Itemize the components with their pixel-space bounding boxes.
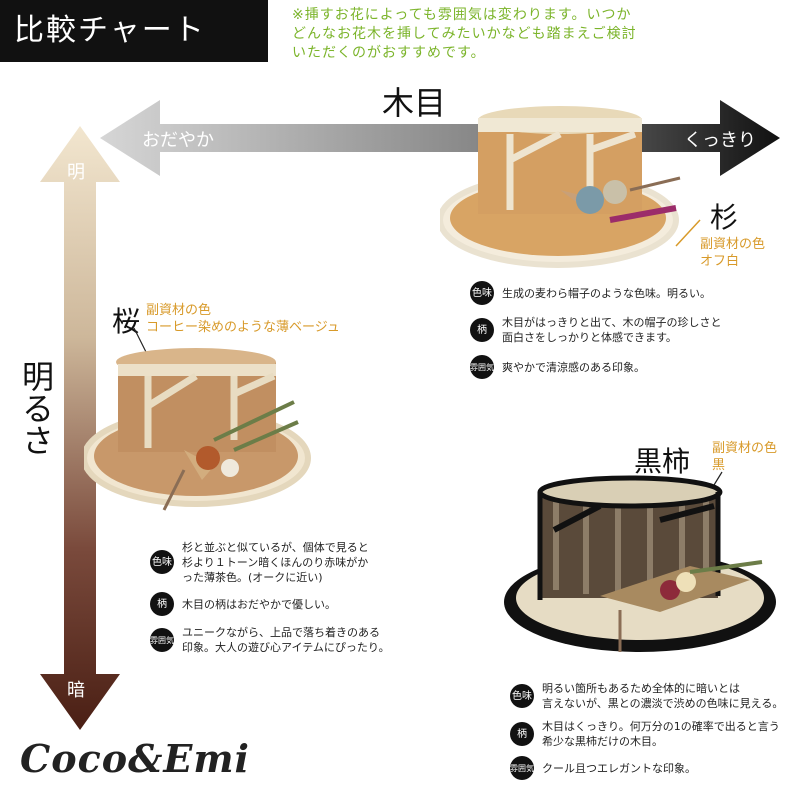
kurogaki-mood-text: クール且つエレガントな印象。 [542, 761, 696, 776]
horizontal-arrow [100, 100, 780, 176]
sugi-pattern-text: 木目がはっきりと出て、木の帽子の珍しさと面白さをしっかりと体感できます。 [502, 315, 721, 345]
axis-y-label-text: 明るさ [17, 360, 55, 456]
note-line: いただくのがおすすめです。 [292, 45, 486, 61]
sugi-callout-line [675, 219, 701, 247]
axis-x-label: 木目 [382, 84, 447, 122]
sugi-hat-image [440, 106, 681, 268]
kurogaki-sub-color: 黒 [712, 458, 726, 473]
pattern-badge: 柄 [470, 318, 494, 342]
note-line: どんなお花木を挿してみたいかなども踏まえご検討 [292, 26, 637, 42]
sakura-pattern-text: 木目の柄はおだやかで優しい。 [182, 597, 336, 612]
mood-badge: 雰囲気 [470, 355, 494, 379]
kurogaki-name: 黒柿 [634, 445, 691, 478]
vertical-arrow [40, 126, 120, 730]
text-line: 印象。大人の遊び心アイテムにぴったり。 [182, 641, 390, 654]
sugi-info: 色味 生成の麦わら帽子のような色味。明るい。 柄 木目がはっきりと出て、木の帽子… [470, 280, 721, 382]
kurogaki-sub: 副資材の色 黒 [712, 440, 777, 474]
text-line: った薄茶色。(オークに近い) [182, 570, 323, 584]
pattern-badge: 柄 [510, 722, 534, 746]
sakura-info: 色味 杉と並ぶと似ているが、個体で見ると杉より１トーン暗くほんのり赤味がかった薄… [150, 540, 390, 658]
text-line: 杉と並ぶと似ているが、個体で見ると [182, 540, 369, 554]
kurogaki-row-pattern: 柄 木目はくっきり。何万分の1の確率で出ると言う希少な黒柿だけの木目。 [510, 718, 783, 750]
axis-x-right-label: くっきり [684, 130, 756, 151]
text-line: 木目はくっきり。何万分の1の確率で出ると言う [542, 720, 780, 733]
sakura-row-pattern: 柄 木目の柄はおだやかで優しい。 [150, 590, 390, 618]
sugi-color-text: 生成の麦わら帽子のような色味。明るい。 [502, 286, 711, 301]
sugi-row-color: 色味 生成の麦わら帽子のような色味。明るい。 [470, 280, 721, 306]
axis-y-label: 明るさ [14, 360, 55, 467]
sakura-sub-color: コーヒー染めのような薄ベージュ [146, 320, 340, 335]
sugi-row-pattern: 柄 木目がはっきりと出て、木の帽子の珍しさと面白さをしっかりと体感できます。 [470, 310, 721, 350]
kurogaki-pattern-text: 木目はくっきり。何万分の1の確率で出ると言う希少な黒柿だけの木目。 [542, 719, 780, 749]
text-line: 爽やかで清涼感のある印象。 [502, 360, 645, 374]
sakura-hat-image [84, 348, 311, 511]
brand-logo: Coco&Emi [20, 736, 250, 781]
sugi-sub-label: 副資材の色 [700, 237, 766, 252]
color-badge: 色味 [150, 550, 174, 574]
color-badge: 色味 [510, 684, 534, 708]
sugi-name: 杉 [710, 201, 739, 234]
kurogaki-info: 色味 明るい箇所もあるため全体的に暗いとは言えないが、黒との濃淡で渋めの色味に見… [510, 680, 783, 782]
sakura-row-mood: 雰囲気 ユニークながら、上品で落ち着きのある印象。大人の遊び心アイテムにぴったり… [150, 622, 390, 658]
text-line: 木目の柄はおだやかで優しい。 [182, 597, 336, 611]
sakura-row-color: 色味 杉と並ぶと似ているが、個体で見ると杉より１トーン暗くほんのり赤味がかった薄… [150, 540, 390, 584]
sugi-mood-text: 爽やかで清涼感のある印象。 [502, 360, 645, 375]
axis-y-top-label: 明 [67, 162, 85, 183]
pattern-badge: 柄 [150, 592, 174, 616]
sakura-sub-label: 副資材の色 [146, 303, 212, 318]
text-line: 希少な黒柿だけの木目。 [542, 735, 663, 748]
color-badge: 色味 [470, 281, 494, 305]
kurogaki-row-color: 色味 明るい箇所もあるため全体的に暗いとは言えないが、黒との濃淡で渋めの色味に見… [510, 680, 783, 712]
kurogaki-hat-image [504, 475, 776, 652]
note-text: ※挿すお花によっても雰囲気は変わります。いつか どんなお花木を挿してみたいかなど… [292, 6, 792, 63]
sakura-name: 桜 [112, 305, 141, 338]
note-line: ※挿すお花によっても雰囲気は変わります。いつか [292, 7, 632, 23]
sakura-sub: 副資材の色 コーヒー染めのような薄ベージュ [146, 302, 340, 336]
axis-x-left-label: おだやか [142, 130, 214, 151]
axis-y-bottom-label: 暗 [67, 680, 85, 701]
kurogaki-sub-label: 副資材の色 [712, 441, 778, 456]
page-title: 比較チャート [0, 0, 268, 62]
text-line: 生成の麦わら帽子のような色味。明るい。 [502, 286, 711, 300]
text-line: 明るい箇所もあるため全体的に暗いとは [542, 682, 740, 695]
sugi-sub-color: オフ白 [700, 254, 740, 269]
text-line: ユニークながら、上品で落ち着きのある [182, 626, 380, 639]
mood-badge: 雰囲気 [510, 756, 534, 780]
kurogaki-color-text: 明るい箇所もあるため全体的に暗いとは言えないが、黒との濃淡で渋めの色味に見える。 [542, 681, 783, 711]
mood-badge: 雰囲気 [150, 628, 174, 652]
sugi-sub: 副資材の色 オフ白 [700, 236, 765, 270]
text-line: 杉より１トーン暗くほんのり赤味がか [182, 555, 369, 569]
text-line: 面白さをしっかりと体感できます。 [502, 331, 677, 344]
kurogaki-row-mood: 雰囲気 クール且つエレガントな印象。 [510, 754, 783, 782]
text-line: 木目がはっきりと出て、木の帽子の珍しさと [502, 316, 722, 329]
sakura-color-text: 杉と並ぶと似ているが、個体で見ると杉より１トーン暗くほんのり赤味がかった薄茶色。… [182, 540, 369, 585]
sugi-row-mood: 雰囲気 爽やかで清涼感のある印象。 [470, 352, 721, 382]
text-line: クール且つエレガントな印象。 [542, 761, 696, 775]
sakura-mood-text: ユニークながら、上品で落ち着きのある印象。大人の遊び心アイテムにぴったり。 [182, 625, 390, 655]
text-line: 言えないが、黒との濃淡で渋めの色味に見える。 [542, 697, 784, 710]
